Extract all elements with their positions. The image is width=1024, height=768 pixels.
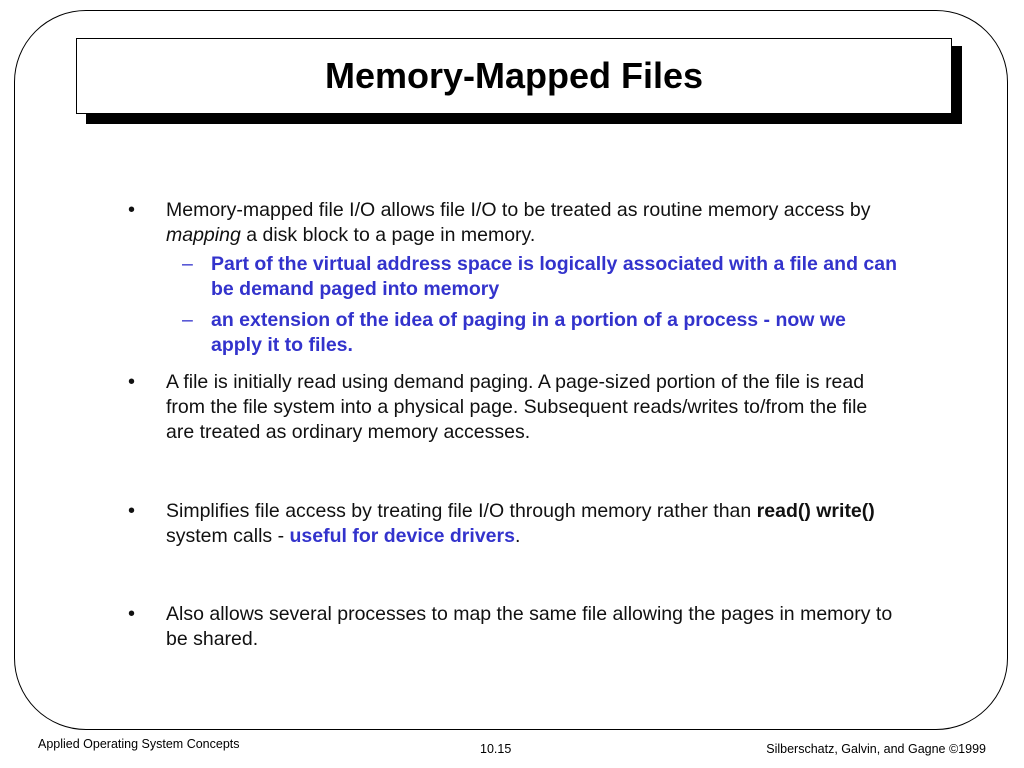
footer-page-number: 10.15 xyxy=(480,742,512,756)
bullet-2-text: A file is initially read using demand pa… xyxy=(166,371,868,443)
sub-list: – Part of the virtual address space is l… xyxy=(166,252,898,358)
bullet-icon: • xyxy=(128,500,136,522)
sub-item-1-text: Part of the virtual address space is log… xyxy=(211,253,897,300)
bullet-3-text-after: . xyxy=(514,525,521,547)
sub-item-2-text: an extension of the idea of paging in a … xyxy=(211,309,846,356)
footer-course: Applied Operating System Concepts xyxy=(38,737,240,751)
sub-item-1: – Part of the virtual address space is l… xyxy=(166,252,898,302)
dash-icon: – xyxy=(182,253,193,275)
bullet-4-text: Also allows several processes to map the… xyxy=(166,603,893,650)
bullet-3-bold: read() write() xyxy=(756,500,875,522)
bullet-3-text-before: Simplifies file access by treating file … xyxy=(166,500,757,522)
slide-title: Memory-Mapped Files xyxy=(324,55,704,96)
slide-frame xyxy=(14,10,1008,730)
bullet-icon: • xyxy=(128,371,136,393)
bullet-1-italic: mapping xyxy=(166,224,241,246)
bullet-item-3: • Simplifies file access by treating fil… xyxy=(118,499,898,549)
bullet-item-2: • A file is initially read using demand … xyxy=(118,370,898,445)
bullet-item-4: • Also allows several processes to map t… xyxy=(118,602,898,652)
bullet-1-text-after: a disk block to a page in memory. xyxy=(240,224,536,246)
dash-icon: – xyxy=(182,309,193,331)
bullet-3-highlight: useful for device drivers xyxy=(289,525,515,547)
bullet-list: • Memory-mapped file I/O allows file I/O… xyxy=(118,198,898,652)
sub-item-2: – an extension of the idea of paging in … xyxy=(166,308,898,358)
bullet-icon: • xyxy=(128,199,136,221)
title-box: Memory-Mapped Files xyxy=(76,38,952,114)
bullet-icon: • xyxy=(128,603,136,625)
footer-copyright: Silberschatz, Galvin, and Gagne ©1999 xyxy=(766,742,986,756)
bullet-3-text-middle: system calls - xyxy=(166,525,290,547)
bullet-item-1: • Memory-mapped file I/O allows file I/O… xyxy=(118,198,898,358)
bullet-1-text-before: Memory-mapped file I/O allows file I/O t… xyxy=(166,199,871,221)
